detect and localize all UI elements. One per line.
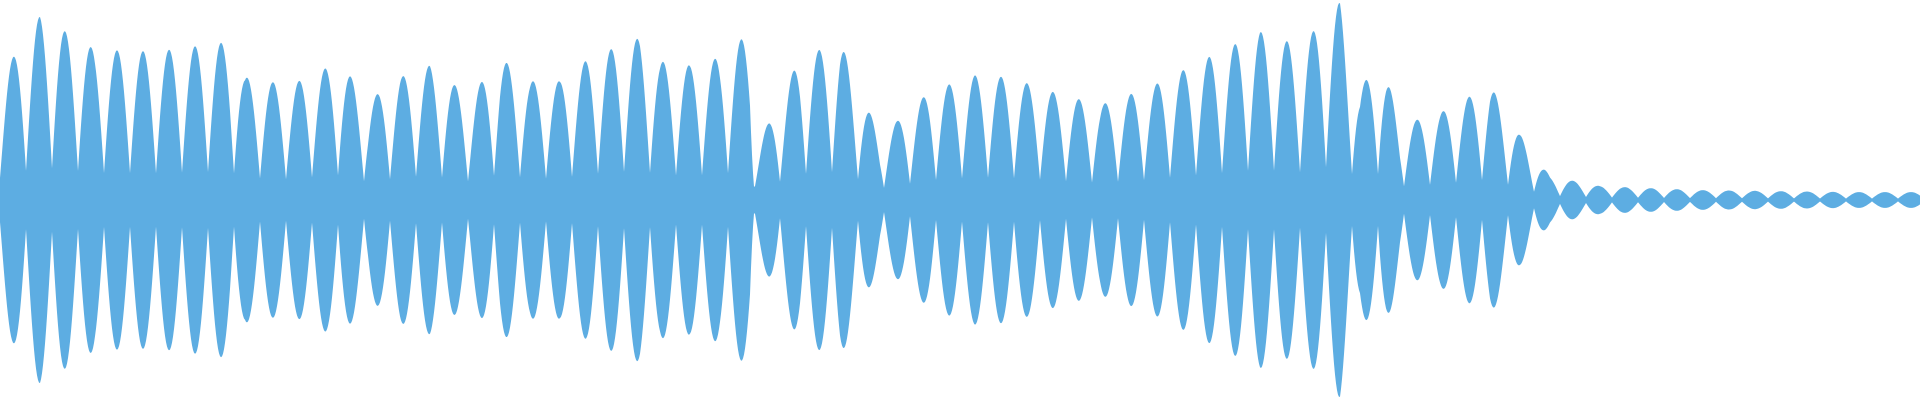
- waveform-shape: [0, 3, 1920, 397]
